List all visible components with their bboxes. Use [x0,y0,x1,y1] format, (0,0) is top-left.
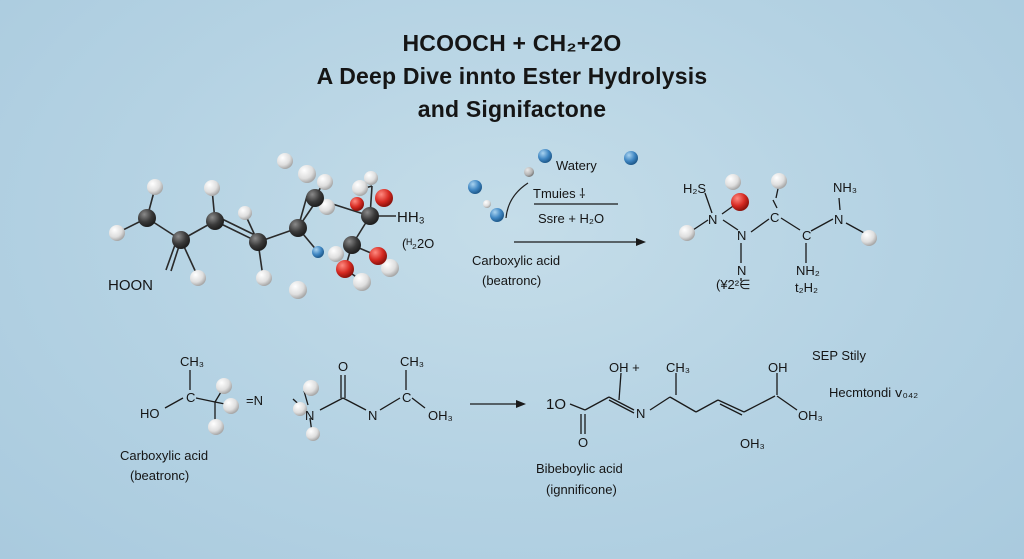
h2o-label: (ᴴ₂2O [402,236,434,251]
n-eq-label: =N [246,393,263,408]
n3-label: N [834,212,843,227]
reagent-spheres [468,149,638,222]
c1-label: C [770,210,779,225]
title-line-3: and Signifactone [417,96,607,122]
sep-label: SEP Stily [812,348,866,363]
watery-label: Watery [556,158,597,173]
title-line-1: HCOOCH + CH₂+2O [402,30,622,56]
o-bottom-label: O [338,359,348,374]
n1-label: N [708,212,717,227]
yz-label: (¥2²∈ [716,277,750,292]
c2-bottom-label: C [402,390,411,405]
ten-o-label: 1O [546,396,566,413]
oh3-br-bottom-label: OH₃ [740,436,765,451]
product-structure-top [689,183,867,281]
product-structure-bottom [569,372,798,434]
reagent-curve [505,182,529,219]
caption-top-middle-2: (beatronc) [482,273,541,288]
n2-label: N [737,228,746,243]
ch3-br-label: CH₃ [666,360,690,375]
hh3-label: HH₃ [397,209,425,226]
caption-bottom-right-2: (ignnificone) [546,482,617,497]
nh3-label: NH₃ [833,180,857,195]
oh3-br-right-label: OH₃ [798,408,823,423]
oh-plus-label: OH + [609,360,640,375]
h2s-label: H₂S [683,181,706,196]
nh2-label: NH₂ [796,263,820,278]
atom-spheres [109,153,399,299]
ssre-label: Ssre + H₂O [538,211,604,226]
oh3-bottom-label: OH₃ [428,408,453,423]
caption-bottom-right-1: Bibeboylic acid [536,461,623,476]
caption-bottom-left-2: (beatronc) [130,468,189,483]
c1-bottom-label: C [186,390,195,405]
bottom-left-spheres [208,378,320,441]
caption-top-middle-1: Carboxylic acid [472,253,560,268]
title-line-2: A Deep Dive innto Ester Hydrolysis [316,63,708,89]
reactant-structure-bottom [164,370,426,434]
n-br-label: N [636,406,645,421]
ch3a-label: CH₃ [180,354,204,369]
reaction-arrow-bottom [470,400,526,408]
top-right-spheres [679,173,877,246]
n-bottom-label: N [368,408,377,423]
hecm-label: Hecmtondi ⅴ₀₄₂ [829,385,918,400]
ch3b-label: CH₃ [400,354,424,369]
n4-label: N [737,263,746,278]
tmuies-label: Tmuies ⸸ [533,186,585,201]
t2h2-label: t₂H₂ [795,280,818,295]
c2-label: C [802,228,811,243]
oh-br-label: OH [768,360,788,375]
reaction-arrow-top [514,238,646,246]
caption-bottom-left-1: Carboxylic acid [120,448,208,463]
n-mid-label: N [305,408,314,423]
o-br-label: O [578,435,588,450]
ho-label: HO [140,406,160,421]
hoon-label: HOON [108,277,153,294]
